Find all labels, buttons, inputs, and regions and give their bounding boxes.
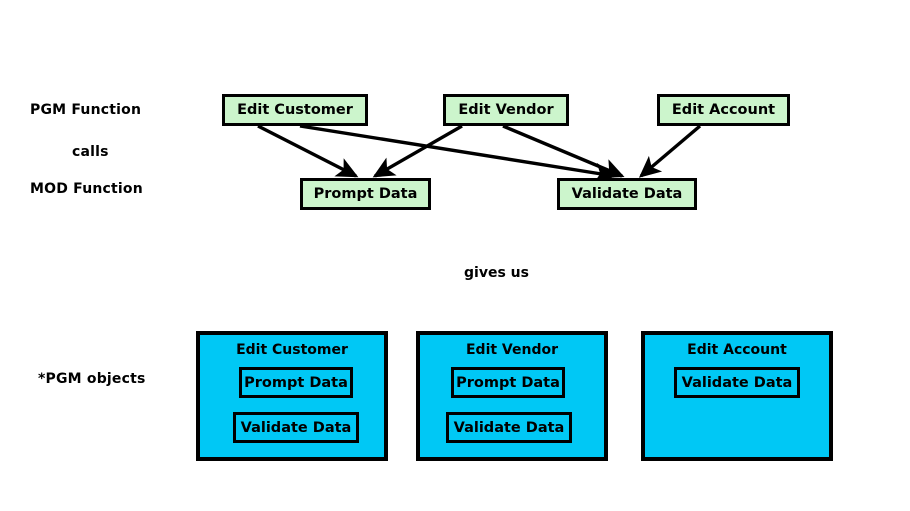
label-gives-us: gives us (464, 265, 529, 281)
pgm-object-module-box[interactable]: Validate Data (446, 412, 572, 443)
pgm-object-module-box[interactable]: Validate Data (674, 367, 800, 398)
arrow-edit-vendor-to-prompt-data (372, 124, 463, 178)
pgm-function-box-edit-account[interactable]: Edit Account (657, 94, 790, 126)
pgm-object-module-label: Prompt Data (244, 374, 348, 391)
pgm-object-module-label: Validate Data (681, 374, 793, 391)
pgm-object-title: Edit Customer (236, 342, 348, 358)
label-calls: calls (72, 144, 109, 160)
pgm-object-module-box[interactable]: Prompt Data (239, 367, 353, 398)
mod-function-label: Validate Data (571, 186, 683, 202)
mod-function-box-validate-data[interactable]: Validate Data (557, 178, 697, 210)
pgm-object-module-label: Prompt Data (456, 374, 560, 391)
arrow-edit-account-to-validate-data (638, 124, 702, 178)
pgm-function-label: Edit Customer (237, 102, 353, 118)
pgm-function-box-edit-customer[interactable]: Edit Customer (222, 94, 368, 126)
pgm-object-box-edit-customer[interactable]: Edit Customer Prompt Data Validate Data (196, 331, 388, 461)
pgm-object-box-edit-vendor[interactable]: Edit Vendor Prompt Data Validate Data (416, 331, 608, 461)
pgm-object-module-box[interactable]: Prompt Data (451, 367, 565, 398)
label-mod-function: MOD Function (30, 181, 143, 197)
mod-function-box-prompt-data[interactable]: Prompt Data (300, 178, 431, 210)
pgm-object-module-label: Validate Data (240, 419, 352, 436)
pgm-function-box-edit-vendor[interactable]: Edit Vendor (443, 94, 569, 126)
pgm-function-label: Edit Vendor (458, 102, 554, 118)
pgm-object-box-edit-account[interactable]: Edit Account Validate Data (641, 331, 833, 461)
pgm-object-title: Edit Vendor (465, 342, 559, 358)
pgm-function-label: Edit Account (671, 102, 776, 118)
label-pgm-objects: *PGM objects (38, 371, 146, 387)
pgm-object-title: Edit Account (687, 342, 787, 358)
pgm-object-module-label: Validate Data (453, 419, 565, 436)
arrow-edit-vendor-to-validate-data (502, 124, 625, 179)
mod-function-label: Prompt Data (313, 186, 418, 202)
arrow-edit-customer-to-validate-data (299, 124, 617, 184)
pgm-object-module-box[interactable]: Validate Data (233, 412, 359, 443)
label-pgm-function: PGM Function (30, 102, 142, 118)
arrow-edit-customer-to-prompt-data (257, 124, 359, 178)
